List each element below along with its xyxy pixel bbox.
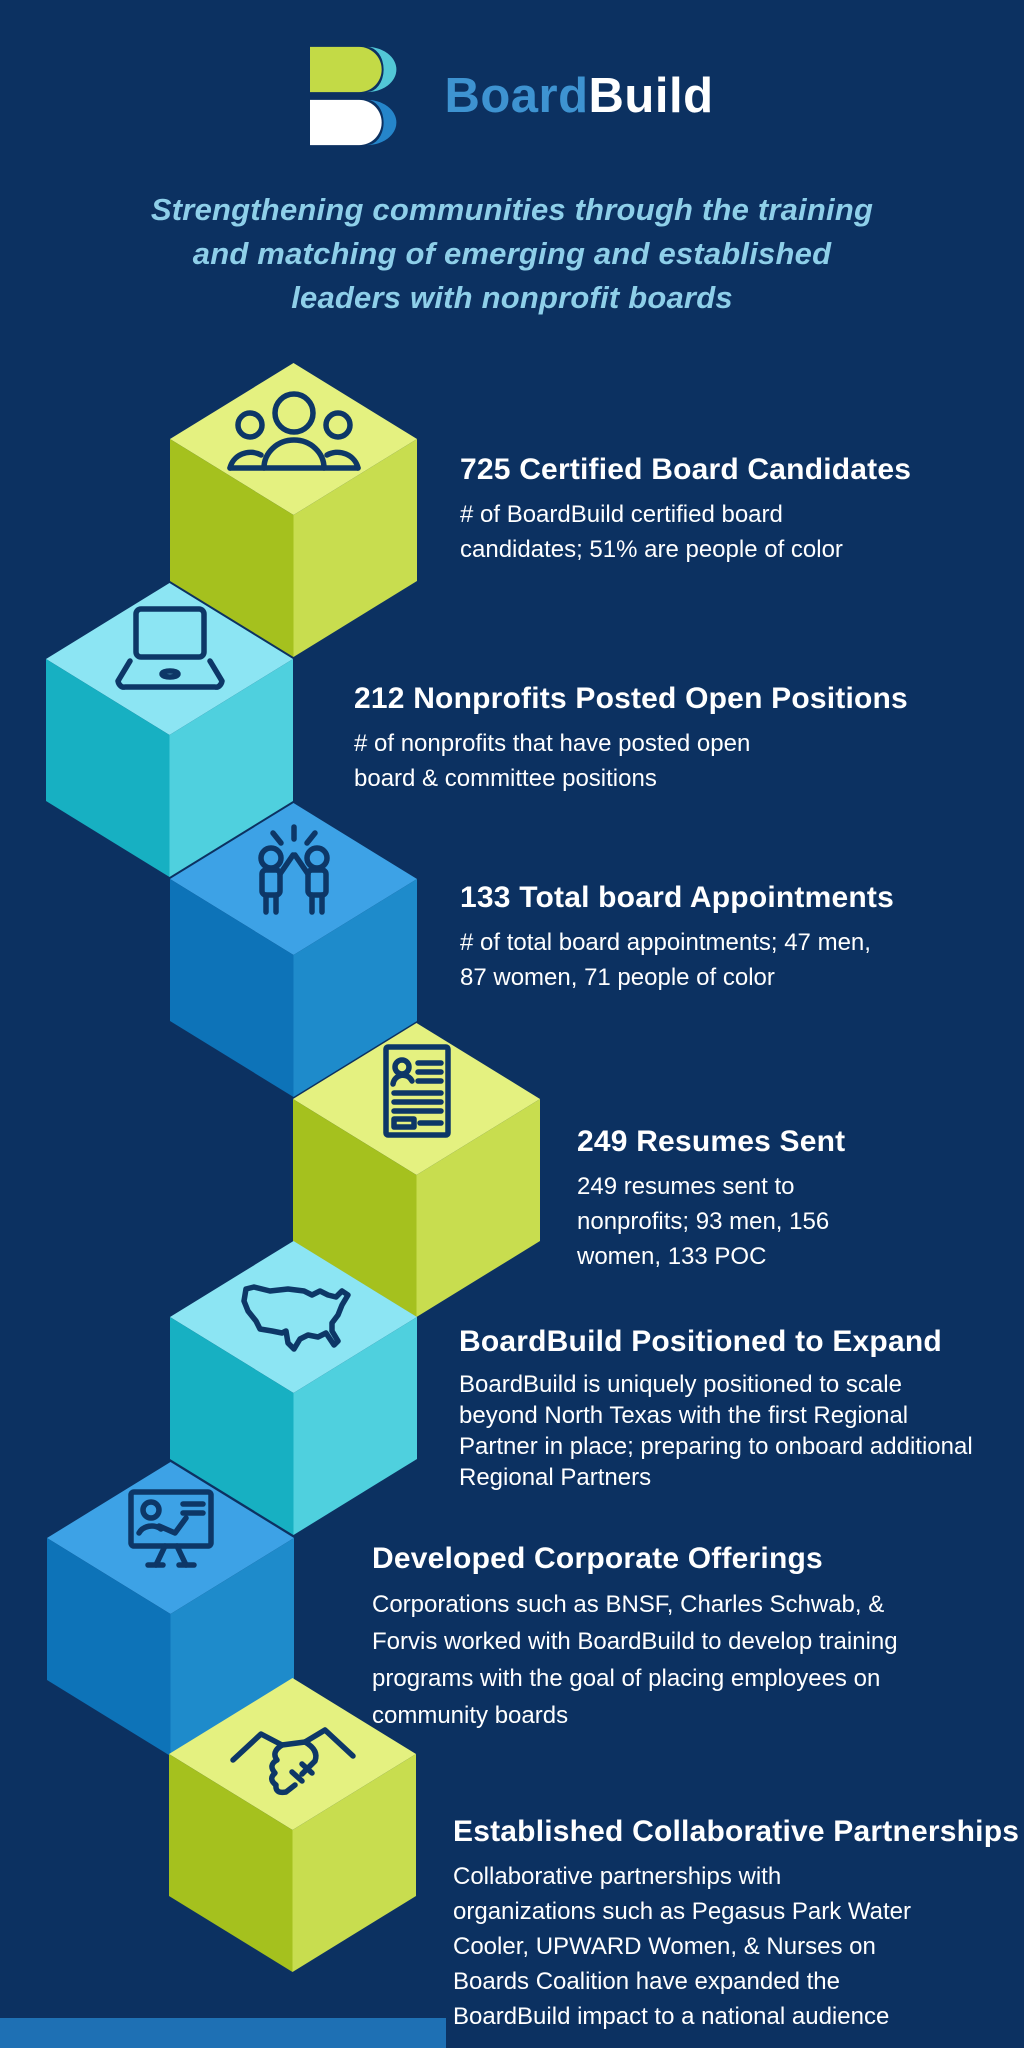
stat-corporate-offerings: Developed Corporate Offerings Corporatio… [372, 1541, 898, 1734]
stat-body-line: BoardBuild impact to a national audience [453, 2003, 890, 2030]
stat-body-line: community boards [372, 1702, 569, 1729]
cube-collaborative-partnerships [169, 1678, 416, 1974]
stat-heading: Established Collaborative Partnerships [453, 1815, 1020, 1848]
stat-body-line: Forvis worked with BoardBuild to develop… [372, 1628, 898, 1655]
logo-word-build: Build [588, 69, 714, 123]
stat-body-line: women, 133 POC [577, 1243, 767, 1270]
footer-accent-bar [0, 2018, 446, 2048]
stat-body-line: Partner in place; preparing to onboard a… [459, 1433, 973, 1460]
stat-collaborative-partnerships: Established Collaborative Partnerships C… [453, 1814, 1019, 2034]
usa-map-icon [241, 1284, 351, 1352]
tagline-line-3: leaders with nonprofit boards [291, 280, 733, 315]
boardbuild-logo-mark [310, 46, 397, 146]
stat-positioned-to-expand: BoardBuild Positioned to Expand BoardBui… [459, 1324, 973, 1493]
stat-body-line: BoardBuild is uniquely positioned to sca… [459, 1371, 902, 1398]
stat-body-line: # of BoardBuild certified board [460, 501, 783, 528]
people-group-icon [227, 391, 361, 471]
stat-resumes-sent: 249 Resumes Sent 249 resumes sent to non… [577, 1124, 845, 1274]
stat-body-line: 87 women, 71 people of color [460, 964, 775, 991]
tagline-line-1: Strengthening communities through the tr… [150, 192, 874, 227]
tagline-line-2: and matching of emerging and established [192, 236, 832, 271]
stat-body-line: candidates; 51% are people of color [460, 536, 843, 563]
stat-body-line: nonprofits; 93 men, 156 [577, 1208, 830, 1235]
stat-nonprofits-posted: 212 Nonprofits Posted Open Positions # o… [354, 681, 908, 796]
stat-certified-candidates: 725 Certified Board Candidates # of Boar… [460, 452, 911, 567]
stat-body-line: Collaborative partnerships with [453, 1863, 782, 1890]
stat-body-line: Regional Partners [459, 1464, 652, 1491]
high-five-icon [258, 824, 330, 915]
presentation-icon [128, 1489, 214, 1568]
cube-resumes-sent [293, 1023, 540, 1319]
cube-positioned-to-expand [170, 1241, 417, 1537]
logo-word-board: Board [444, 69, 589, 123]
tagline: Strengthening communities through the tr… [0, 188, 1024, 320]
stat-body-line: organizations such as Pegasus Park Water [453, 1898, 912, 1925]
stat-heading: 725 Certified Board Candidates [460, 453, 912, 486]
stat-body-line: # of total board appointments; 47 men, [460, 929, 871, 956]
stat-body-line: Boards Coalition have expanded the [453, 1968, 840, 1995]
stat-body-line: # of nonprofits that have posted open [354, 730, 751, 757]
resume-icon [383, 1044, 451, 1138]
stat-heading: 249 Resumes Sent [577, 1125, 846, 1158]
stat-body-line: programs with the goal of placing employ… [372, 1665, 881, 1692]
stat-heading: 212 Nonprofits Posted Open Positions [354, 682, 908, 715]
cube-certified-candidates [170, 363, 417, 659]
stat-heading: Developed Corporate Offerings [372, 1542, 823, 1575]
handshake-icon [230, 1727, 356, 1796]
cube-board-appointments [170, 803, 417, 1099]
stat-heading: BoardBuild Positioned to Expand [459, 1325, 942, 1358]
logo: BoardBuild [0, 46, 1024, 146]
logo-wordmark: BoardBuild [444, 46, 713, 146]
stat-body-line: beyond North Texas with the first Region… [459, 1402, 909, 1429]
cube-corporate-offerings [47, 1462, 294, 1758]
cube-nonprofits-posted [46, 583, 293, 879]
stat-heading: 133 Total board Appointments [460, 881, 894, 914]
stat-board-appointments: 133 Total board Appointments # of total … [460, 880, 894, 995]
laptop-icon [115, 606, 225, 690]
stat-body-line: 249 resumes sent to [577, 1173, 795, 1200]
stat-body-line: Corporations such as BNSF, Charles Schwa… [372, 1591, 885, 1618]
stat-body-line: board & committee positions [354, 765, 657, 792]
stat-body-line: Cooler, UPWARD Women, & Nurses on [453, 1933, 876, 1960]
